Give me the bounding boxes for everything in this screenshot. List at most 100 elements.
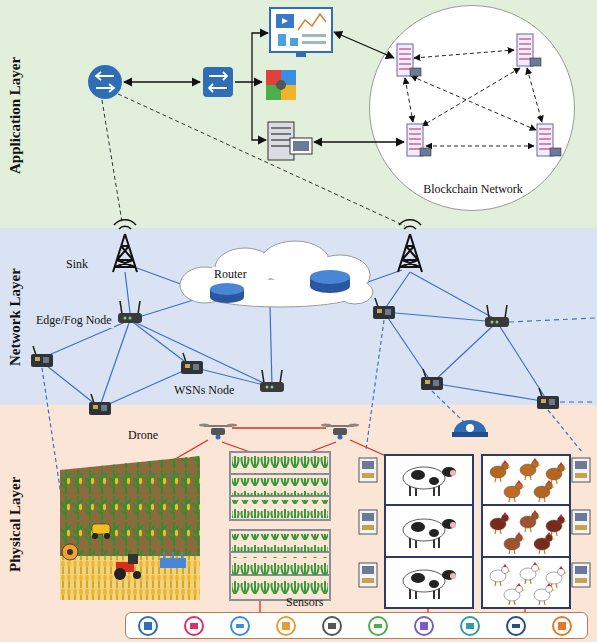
camera-dome xyxy=(466,424,474,432)
wsn-nodes xyxy=(373,298,395,319)
blockchain-servers xyxy=(407,124,431,156)
cloud-routers xyxy=(210,283,244,295)
sensor-icons xyxy=(553,617,571,635)
network-links xyxy=(384,312,497,322)
blockchain-servers xyxy=(537,124,561,156)
wsn-nodes xyxy=(181,353,203,374)
wsn-nodes xyxy=(31,346,53,367)
app-links xyxy=(124,32,404,142)
app-links xyxy=(252,81,262,82)
towers xyxy=(113,220,422,272)
fog-nodes xyxy=(118,301,509,392)
blockchain-servers xyxy=(397,44,421,76)
app-links xyxy=(314,141,404,142)
network-links xyxy=(432,383,548,402)
app-links xyxy=(124,81,200,82)
feeders xyxy=(359,563,377,587)
sprinkler xyxy=(160,552,186,568)
network-links xyxy=(125,272,130,313)
network-links xyxy=(142,298,200,316)
plant-racks xyxy=(230,530,330,600)
part-label: Drone xyxy=(126,428,160,443)
switch-icon xyxy=(209,72,227,92)
field-robot xyxy=(92,524,110,539)
poultry-pen xyxy=(482,505,570,557)
poultry-pen xyxy=(490,512,511,534)
router-dashed xyxy=(102,100,122,222)
network-links xyxy=(410,272,497,320)
app-links xyxy=(235,33,266,82)
poultry-pen xyxy=(482,455,570,608)
poultry-pen xyxy=(520,458,541,480)
sprinkler xyxy=(160,558,186,568)
server-icon xyxy=(268,122,312,160)
field-robot xyxy=(92,533,98,539)
switch-icon xyxy=(203,67,233,97)
wsn-nodes xyxy=(89,394,111,415)
physical-dashed xyxy=(548,410,582,452)
network-links xyxy=(368,270,402,282)
plant-racks xyxy=(230,474,330,575)
part-label: Router xyxy=(212,267,249,282)
sensor-icons xyxy=(323,617,341,635)
server-icon xyxy=(293,141,309,151)
router-icon xyxy=(88,65,122,99)
field-robot xyxy=(104,533,110,539)
drone-links xyxy=(259,600,260,612)
sensor-icons xyxy=(369,617,387,635)
sensor-icons xyxy=(139,617,157,635)
sensor-icons xyxy=(461,617,479,635)
network-links xyxy=(432,322,497,383)
cloud xyxy=(180,241,373,307)
monitor-icon xyxy=(270,8,332,52)
network-links xyxy=(42,362,100,408)
router-dashed xyxy=(102,94,405,226)
fog-nodes xyxy=(485,305,509,327)
part-label: WSNs Node xyxy=(172,383,236,398)
sensor-icons xyxy=(282,622,290,630)
network-links xyxy=(130,320,192,367)
network-dashed xyxy=(560,401,595,402)
app-links xyxy=(334,32,394,58)
camera-dome xyxy=(452,420,488,437)
wsn-nodes xyxy=(31,298,559,415)
rack-plants xyxy=(232,500,328,518)
sensor-icons xyxy=(374,624,382,628)
field-camera xyxy=(62,544,78,560)
server-icon xyxy=(290,138,312,154)
drone-links xyxy=(350,440,386,456)
cow-pen xyxy=(385,455,473,608)
network-links xyxy=(42,268,548,408)
tractor xyxy=(128,554,138,564)
app-links xyxy=(260,139,266,140)
network-links xyxy=(384,272,410,310)
monitor-icon xyxy=(278,34,286,46)
sensor-icons xyxy=(507,617,525,635)
network-links xyxy=(270,306,272,387)
feeders xyxy=(359,510,377,534)
spacer xyxy=(0,0,597,1)
network-links xyxy=(130,320,272,387)
network-links xyxy=(137,268,186,286)
physical-dashed xyxy=(432,391,466,424)
poultry-pen xyxy=(482,455,570,608)
part-label: Sink xyxy=(64,257,90,272)
layer-title: Physical Layer xyxy=(7,475,24,572)
drone-links xyxy=(222,442,250,452)
poultry-pen xyxy=(490,564,511,586)
rack-plants xyxy=(232,456,328,598)
sensor-icons xyxy=(236,624,244,628)
layer-title: Application Layer xyxy=(7,55,24,174)
network-dashed xyxy=(509,318,595,402)
layer-title: Network Layer xyxy=(7,267,24,366)
camera-dome xyxy=(454,420,486,432)
app-links xyxy=(266,32,268,33)
poultry-pen xyxy=(534,480,555,502)
monitor-icon xyxy=(282,18,288,24)
cloud xyxy=(180,241,373,307)
poultry-pen xyxy=(520,562,541,584)
cloud-routers xyxy=(310,270,350,284)
network-dashed xyxy=(509,318,595,322)
router-icon xyxy=(96,72,114,92)
app-links xyxy=(252,82,260,140)
